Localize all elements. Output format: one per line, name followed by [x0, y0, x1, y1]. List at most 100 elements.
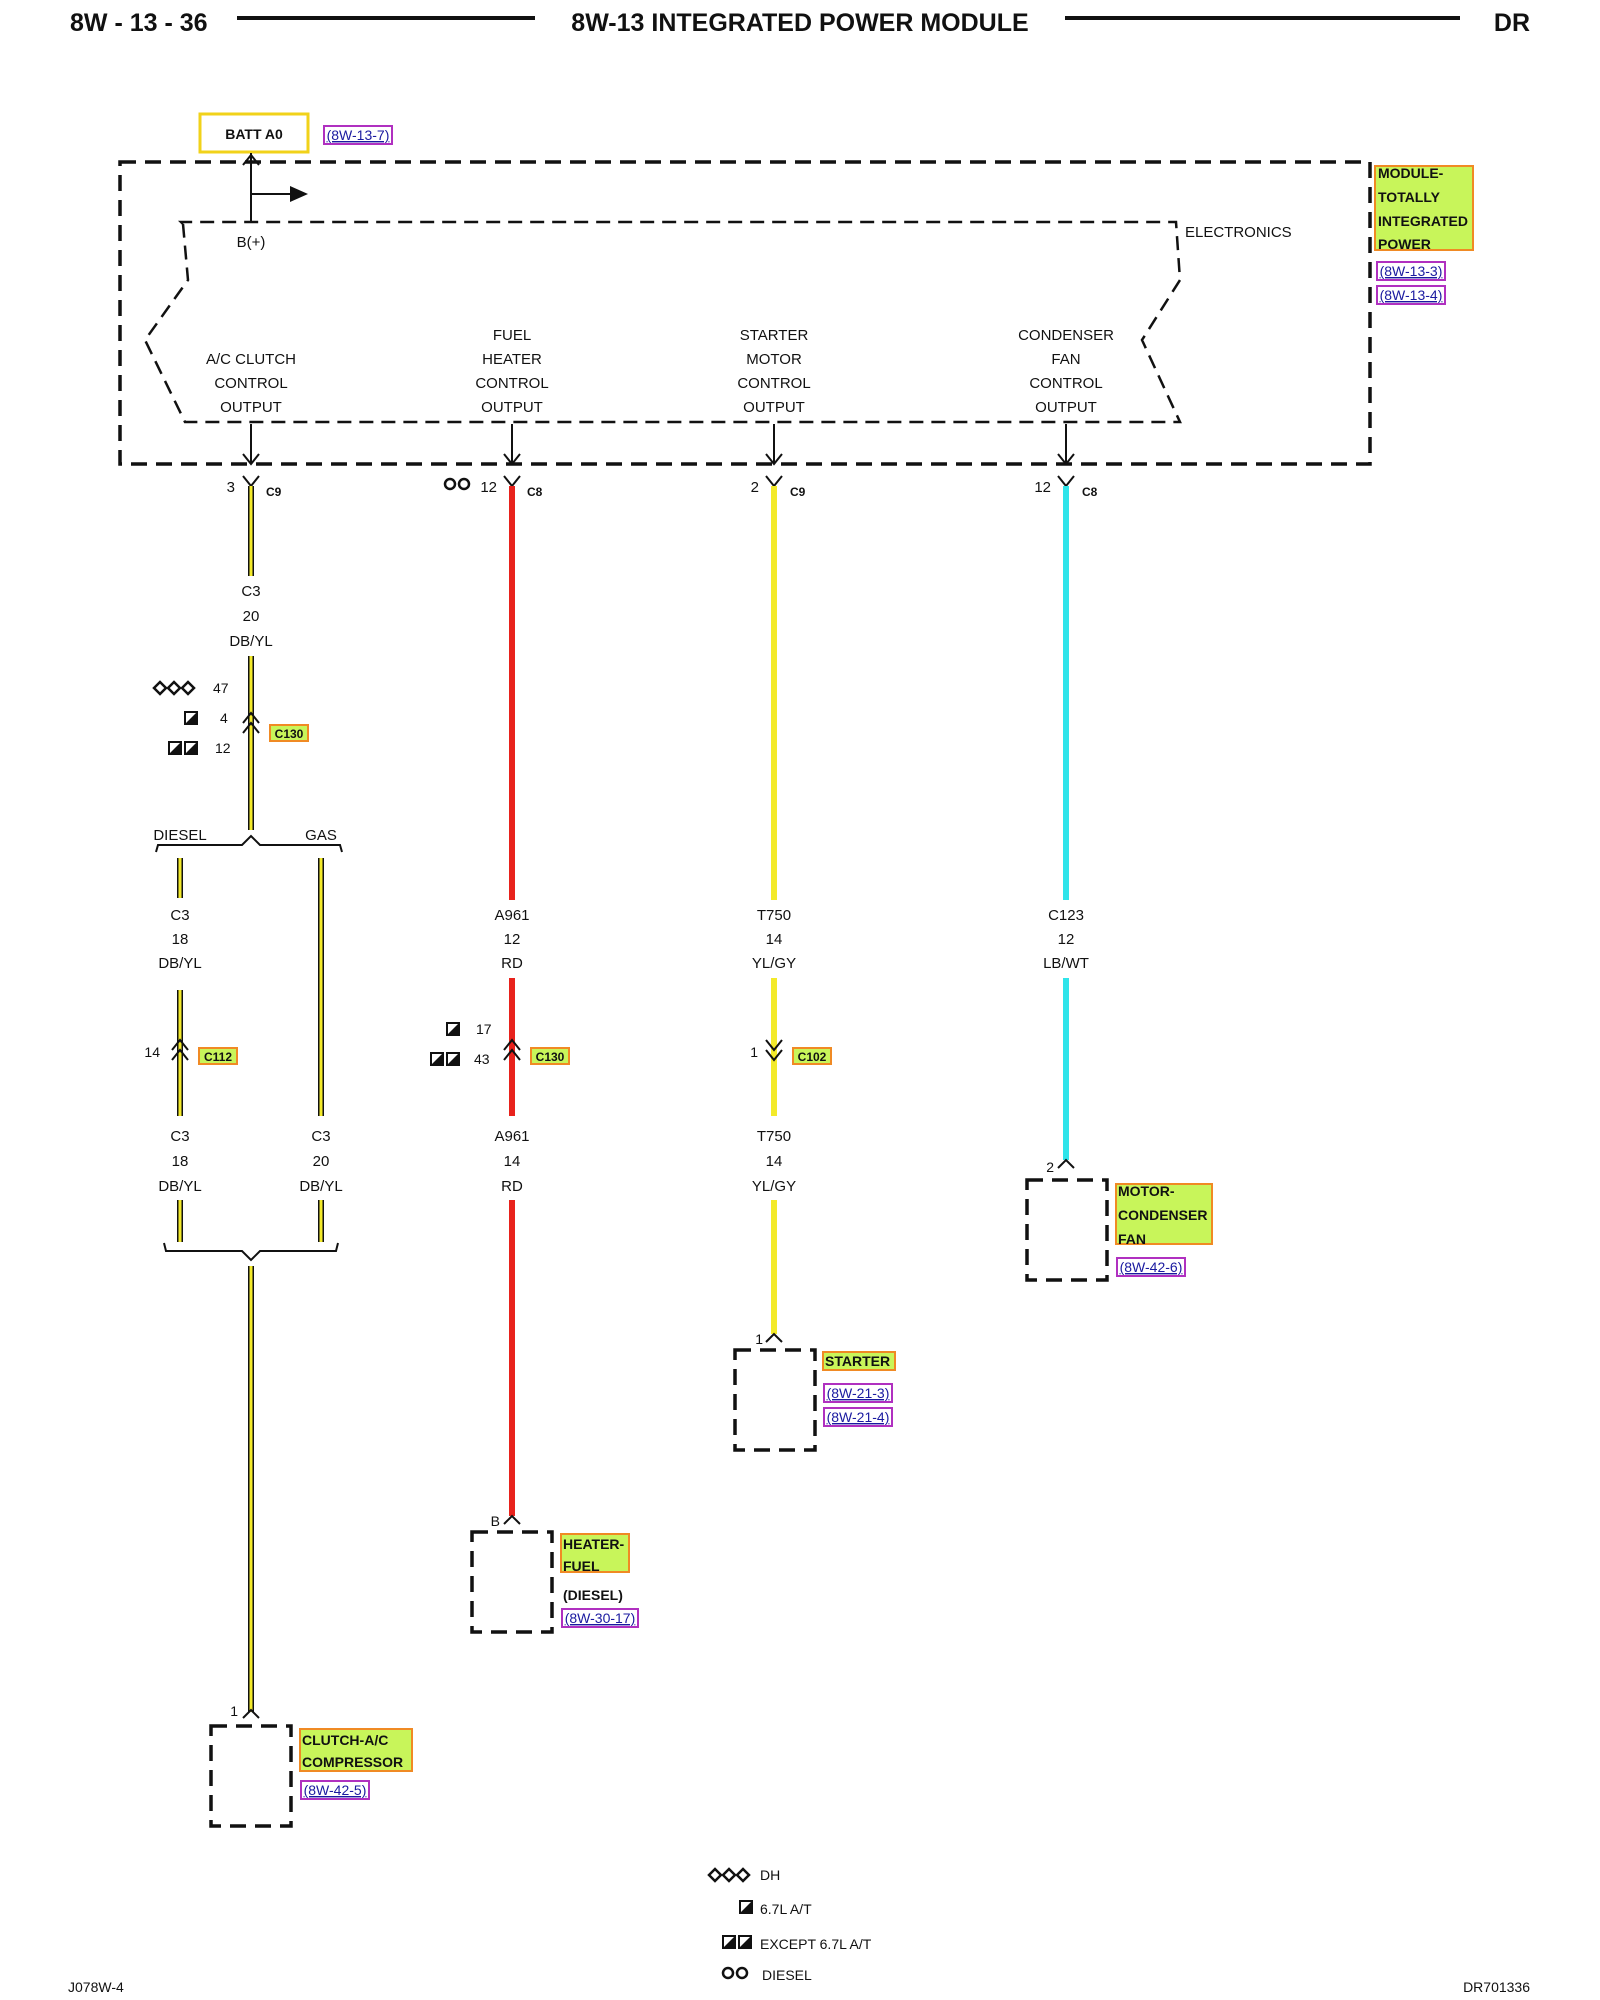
- legend-label: DIESEL: [762, 1967, 812, 1983]
- wire-gauge: 12: [504, 931, 521, 948]
- component-ref-link[interactable]: (8W-30-17): [565, 1610, 636, 1626]
- half-square-icon: [446, 1022, 460, 1036]
- component-ref-link[interactable]: (8W-42-5): [304, 1782, 367, 1798]
- module-name-line: TOTALLY: [1378, 189, 1441, 205]
- output-condenser-fan: CONDENSER FAN CONTROL OUTPUT: [1018, 327, 1114, 416]
- output-label-line: HEATER: [482, 351, 542, 368]
- legend-label: 6.7L A/T: [760, 1901, 812, 1917]
- connector-id: C8: [1082, 485, 1098, 499]
- footer-left-code: J078W-4: [68, 1979, 124, 1995]
- inline-connector-chevron: [765, 1039, 783, 1052]
- dh-diamonds-icon: [707, 1867, 751, 1883]
- wire-circuit: A961: [494, 1128, 529, 1145]
- pin-number: 12: [215, 740, 231, 756]
- two-half-squares-icon: [168, 741, 198, 755]
- diesel-circles-icon: [443, 477, 471, 491]
- legend-label: DH: [760, 1867, 780, 1883]
- wire-color: DB/YL: [158, 1178, 201, 1195]
- pin-number: 3: [227, 479, 235, 496]
- fuel-heater-box: [470, 1530, 554, 1634]
- wire-gauge: 20: [313, 1153, 330, 1170]
- output-label-line: CONDENSER: [1018, 327, 1114, 344]
- module-name-line: INTEGRATED: [1378, 213, 1468, 229]
- inline-connector-id: C130: [275, 727, 304, 741]
- component-label-box: [560, 1533, 630, 1573]
- pin-number: 17: [476, 1021, 492, 1037]
- split-label-diesel: DIESEL: [153, 827, 206, 844]
- module-name-box: [1374, 165, 1474, 251]
- page-title: 8W-13 INTEGRATED POWER MODULE: [571, 9, 1028, 37]
- module-ref-link[interactable]: (8W-13-3): [1380, 263, 1443, 279]
- wire-circuit: A961: [494, 907, 529, 924]
- component-ref-link[interactable]: (8W-21-3): [827, 1385, 890, 1401]
- diesel-circles-icon: [721, 1966, 749, 1980]
- inline-connector-chevron: [171, 1048, 189, 1061]
- split-bracket: [155, 834, 343, 853]
- module-name-line: POWER: [1378, 236, 1431, 252]
- bplus-arrow-icon: [290, 186, 308, 202]
- component-name: STARTER: [825, 1353, 890, 1369]
- pin-number: 12: [480, 479, 497, 496]
- component-pin: 1: [755, 1331, 763, 1347]
- wire-color: DB/YL: [229, 633, 272, 650]
- component-ref-box: [823, 1383, 893, 1403]
- output-label-line: CONTROL: [737, 375, 810, 392]
- pin-number: 47: [213, 680, 229, 696]
- component-label-box: [822, 1351, 896, 1371]
- two-half-squares-icon: [430, 1052, 460, 1066]
- output-label-line: FUEL: [493, 327, 531, 344]
- wire-color: DB/YL: [299, 1178, 342, 1195]
- wire-circuit: C3: [170, 907, 189, 924]
- battery-ref-box: [323, 125, 393, 145]
- component-pin: 1: [230, 1703, 238, 1719]
- legend: DH 6.7L A/T EXCEPT 6.7L A/T DIESEL: [707, 1867, 872, 1983]
- module-ref-link[interactable]: (8W-13-4): [1380, 287, 1443, 303]
- pin-number: 1: [750, 1044, 758, 1060]
- inline-connector-id: C102: [798, 1050, 827, 1064]
- wire-gauge: 20: [243, 608, 260, 625]
- wire-gauge: 14: [504, 1153, 521, 1170]
- wire-color: RD: [501, 955, 523, 972]
- module-outline: [118, 160, 1372, 466]
- circuit-fuel-heater: 12 C8 A961 12 RD C130 17 43 A961 14 RD B…: [430, 475, 639, 1634]
- component-ref-link[interactable]: (8W-21-4): [827, 1409, 890, 1425]
- output-starter-motor: STARTER MOTOR CONTROL OUTPUT: [737, 327, 810, 416]
- output-label-line: OUTPUT: [1035, 399, 1097, 416]
- page-code: DR: [1494, 9, 1530, 37]
- inline-connector-chevron: [503, 1048, 521, 1061]
- battery-ref[interactable]: (8W-13-7): [327, 127, 390, 143]
- wire-color: YL/GY: [752, 1178, 796, 1195]
- connector-chevron: [503, 475, 521, 488]
- output-label-line: FAN: [1051, 351, 1080, 368]
- wire-circuit: C3: [311, 1128, 330, 1145]
- component-label-box: [1115, 1183, 1213, 1245]
- inline-connector-chevron: [765, 1049, 783, 1062]
- output-label-line: OUTPUT: [481, 399, 543, 416]
- component-pin-chevron: [242, 1708, 260, 1719]
- battery-label: BATT A0: [225, 126, 283, 142]
- c130-box: [530, 1047, 570, 1065]
- dh-diamonds-icon: [152, 680, 196, 696]
- component-ref-link[interactable]: (8W-42-6): [1120, 1259, 1183, 1275]
- output-arrows: [242, 424, 1075, 466]
- component-name: (DIESEL): [563, 1587, 623, 1603]
- pin-number: 14: [144, 1044, 160, 1060]
- half-square-icon: [184, 711, 198, 725]
- output-label-line: MOTOR: [746, 351, 802, 368]
- component-pin: B: [491, 1513, 500, 1529]
- module-name-line: MODULE-: [1378, 165, 1444, 181]
- wire-gauge: 18: [172, 931, 189, 948]
- output-label-line: STARTER: [740, 327, 809, 344]
- wire-circuit: C123: [1048, 907, 1084, 924]
- module-ref-box: [1376, 261, 1446, 281]
- wire-circuit: T750: [757, 1128, 791, 1145]
- battery-source: BATT A0 (8W-13-7): [198, 112, 393, 222]
- component-ref-box: [300, 1780, 370, 1800]
- legend-label: EXCEPT 6.7L A/T: [760, 1936, 872, 1952]
- component-label-box: [299, 1728, 413, 1772]
- wire-color: DB/YL: [158, 955, 201, 972]
- component-pin: 2: [1046, 1159, 1054, 1175]
- component-name: HEATER-: [563, 1536, 625, 1552]
- inline-connector-id: C130: [536, 1050, 565, 1064]
- electronics-outline: [143, 220, 1182, 424]
